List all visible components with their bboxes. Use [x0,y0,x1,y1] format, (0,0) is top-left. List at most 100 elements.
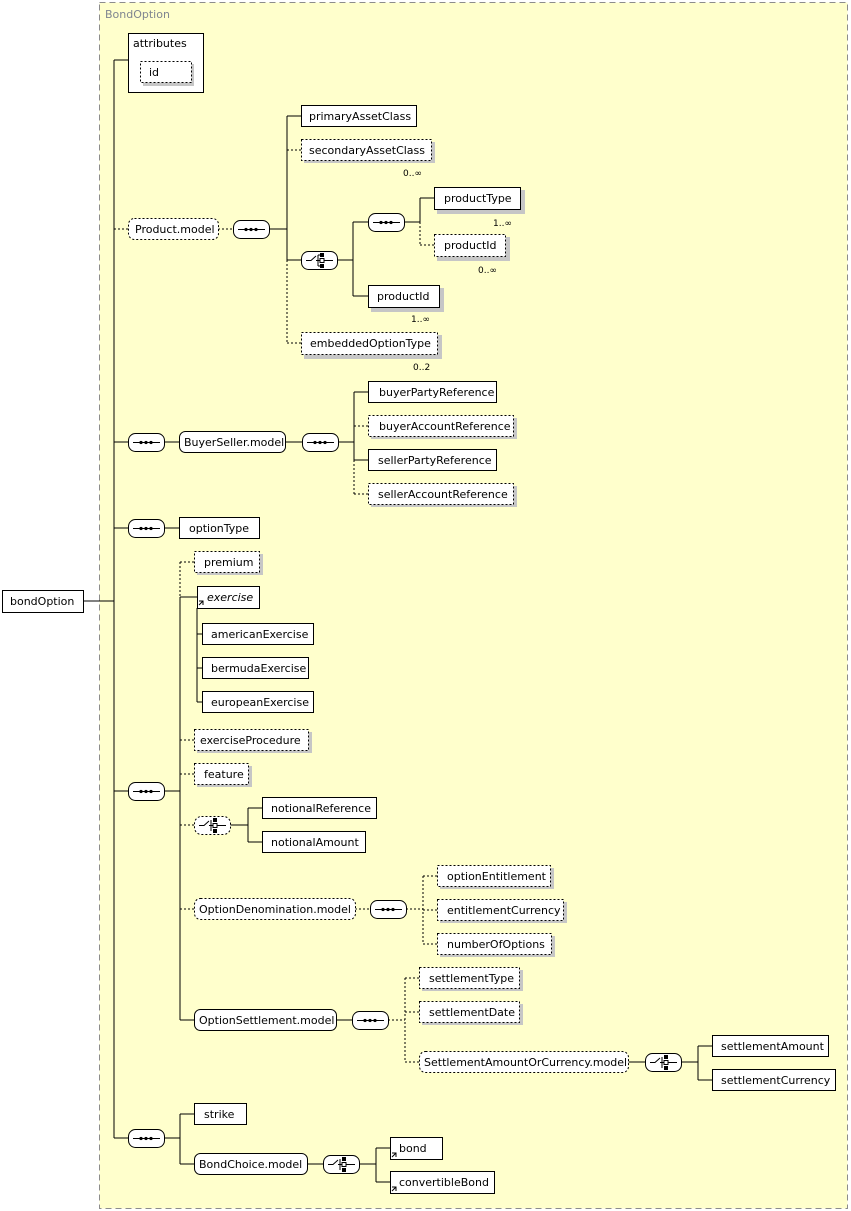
element-notional-amount[interactable]: notionalAmount [262,831,366,853]
cardinality-secondary-asset-class: 0..∞ [403,169,422,179]
sequence-compositor-icon [370,900,407,919]
element-entitlement-currency[interactable]: entitlementCurrency [437,899,568,924]
svg-text:notionalAmount: notionalAmount [271,836,359,849]
group-title: BondOption [105,8,170,21]
svg-text:Product.model: Product.model [135,223,215,236]
group-buyer-seller-model[interactable]: BuyerSeller.model [179,431,286,453]
root-element-bond-option[interactable]: bondOption [2,590,84,613]
sequence-compositor-icon [233,220,270,239]
element-exercise-procedure[interactable]: exerciseProcedure [194,729,313,754]
element-option-entitlement[interactable]: optionEntitlement [437,865,555,890]
svg-text:europeanExercise: europeanExercise [211,696,309,709]
choice-compositor-icon [301,251,338,270]
connector-lines [84,59,712,1183]
sequence-compositor-icon [128,433,165,452]
sequence-compositor-icon [128,519,165,538]
svg-text:BondChoice.model: BondChoice.model [199,1158,302,1171]
svg-text:productId: productId [377,290,430,303]
svg-text:settlementDate: settlementDate [429,1006,515,1019]
element-exercise[interactable]: exercise [197,586,260,609]
svg-text:primaryAssetClass: primaryAssetClass [309,110,411,123]
svg-text:settlementCurrency: settlementCurrency [721,1074,831,1087]
attribute-id: id [149,66,159,79]
svg-text:strike: strike [204,1108,235,1121]
svg-text:BuyerSeller.model: BuyerSeller.model [184,436,284,449]
sequence-compositor-icon [302,433,339,452]
svg-text:productId: productId [444,239,497,252]
svg-text:settlementType: settlementType [429,972,514,985]
sequence-compositor-icon [128,1129,165,1148]
element-buyer-account-reference[interactable]: buyerAccountReference [368,415,518,440]
sequence-compositor-icon [128,782,165,801]
group-option-denomination-model[interactable]: OptionDenomination.model [194,898,356,920]
svg-text:buyerPartyReference: buyerPartyReference [379,386,495,399]
sequence-compositor-icon [368,213,405,232]
element-product-id-optional[interactable]: productId [434,234,511,262]
element-product-type[interactable]: productType [434,187,526,215]
svg-text:exerciseProcedure: exerciseProcedure [200,734,301,747]
svg-text:SettlementAmountOrCurrency.mod: SettlementAmountOrCurrency.model [424,1056,627,1069]
element-strike[interactable]: strike [194,1103,247,1125]
element-settlement-currency[interactable]: settlementCurrency [712,1069,836,1091]
svg-text:sellerAccountReference: sellerAccountReference [378,488,508,501]
choice-compositor-icon [323,1155,360,1174]
reference-arrow-icon [391,1152,397,1158]
choice-compositor-icon [645,1053,682,1072]
attributes-title: attributes [133,37,187,50]
element-american-exercise[interactable]: americanExercise [202,623,314,645]
svg-text:secondaryAssetClass: secondaryAssetClass [309,144,425,157]
element-bermuda-exercise[interactable]: bermudaExercise [202,657,309,679]
attributes-box[interactable]: attributes id [128,33,204,93]
element-premium[interactable]: premium [194,551,264,576]
element-convertible-bond[interactable]: convertibleBond [390,1171,495,1194]
svg-text:convertibleBond: convertibleBond [399,1176,489,1189]
root-element-label: bondOption [10,595,74,608]
element-seller-party-reference[interactable]: sellerPartyReference [368,449,497,471]
svg-text:optionType: optionType [189,522,249,535]
group-bond-choice-model[interactable]: BondChoice.model [194,1153,308,1175]
reference-arrow-icon [391,1186,397,1192]
svg-text:buyerAccountReference: buyerAccountReference [379,420,511,433]
svg-text:premium: premium [204,556,254,569]
cardinality-embedded-option-type: 0..2 [413,363,430,373]
svg-text:feature: feature [204,768,244,781]
svg-text:notionalReference: notionalReference [271,802,371,815]
element-feature[interactable]: feature [194,763,253,788]
sequence-compositor-icon [352,1011,389,1030]
cardinality-product-id-optional: 0..∞ [478,266,497,276]
group-option-settlement-model[interactable]: OptionSettlement.model [194,1009,337,1031]
cardinality-product-type: 1..∞ [493,219,512,229]
group-product-model[interactable]: Product.model [128,218,219,240]
svg-text:OptionSettlement.model: OptionSettlement.model [199,1014,334,1027]
element-primary-asset-class[interactable]: primaryAssetClass [301,105,417,127]
element-buyer-party-reference[interactable]: buyerPartyReference [368,381,497,403]
element-settlement-date[interactable]: settlementDate [419,1001,524,1026]
element-bond[interactable]: bond [390,1137,443,1160]
svg-text:settlementAmount: settlementAmount [721,1040,825,1053]
svg-text:OptionDenomination.model: OptionDenomination.model [199,903,351,916]
element-european-exercise[interactable]: europeanExercise [202,691,314,713]
element-embedded-option-type[interactable]: embeddedOptionType [301,332,443,360]
svg-text:sellerPartyReference: sellerPartyReference [378,454,492,467]
element-settlement-type[interactable]: settlementType [419,967,524,992]
svg-text:embeddedOptionType: embeddedOptionType [310,337,431,350]
svg-text:numberOfOptions: numberOfOptions [447,938,545,951]
svg-text:entitlementCurrency: entitlementCurrency [447,904,561,917]
svg-text:bermudaExercise: bermudaExercise [211,662,306,675]
element-product-id[interactable]: productId [368,285,445,313]
svg-text:americanExercise: americanExercise [211,628,309,641]
element-seller-account-reference[interactable]: sellerAccountReference [368,483,518,508]
cardinality-product-id: 1..∞ [411,315,430,325]
choice-compositor-icon [194,816,231,835]
element-option-type[interactable]: optionType [179,517,260,539]
element-number-of-options[interactable]: numberOfOptions [437,933,556,958]
element-secondary-asset-class[interactable]: secondaryAssetClass [301,139,436,164]
svg-text:optionEntitlement: optionEntitlement [447,870,547,883]
group-settlement-amount-or-currency-model[interactable]: SettlementAmountOrCurrency.model [419,1051,629,1073]
svg-text:exercise: exercise [207,591,253,604]
element-settlement-amount[interactable]: settlementAmount [712,1035,829,1057]
svg-text:bond: bond [399,1142,427,1155]
element-notional-reference[interactable]: notionalReference [262,797,377,819]
svg-text:productType: productType [444,192,512,205]
